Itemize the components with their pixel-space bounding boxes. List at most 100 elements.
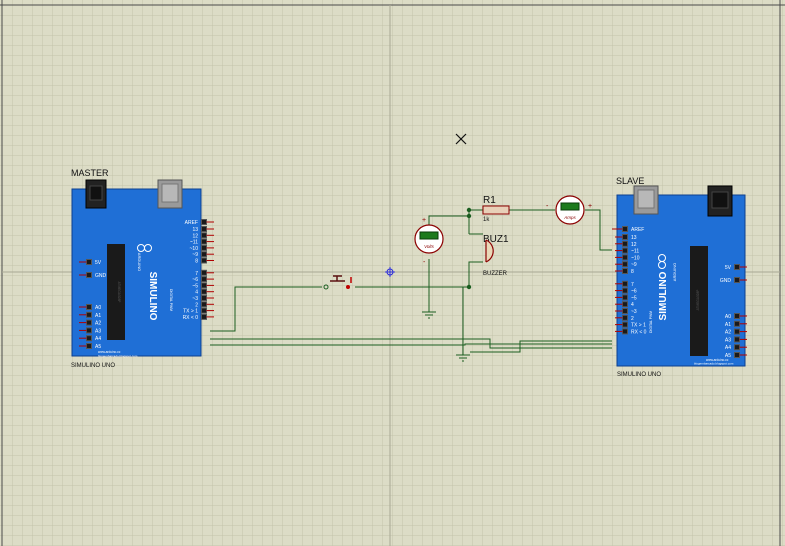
slave-analog-pin[interactable]: A0 (725, 313, 747, 321)
slave-brand-label: SIMULINO (658, 271, 669, 320)
slave-digital-pin-label: 4 (631, 302, 634, 308)
master-digital-pin[interactable]: 13 (192, 226, 214, 234)
voltmeter-plus: + (422, 217, 426, 224)
slave-blog: blogembarcado.blogspot.com (694, 362, 734, 366)
slave-arduino-board[interactable]: SLAVE SIMULINO ARDUINO ATMEGA328P DIGITA… (612, 176, 747, 378)
slave-digital-pin[interactable]: ~5 (615, 294, 637, 302)
master-power-header: 5V GND (79, 259, 107, 280)
master-digital-pin-label: RX < 0 (183, 315, 199, 321)
master-usb-connector (157, 179, 183, 209)
voltmeter-label: Volts (424, 244, 435, 249)
master-power-pin[interactable]: GND (79, 272, 107, 280)
slave-analog-pin-label: A0 (725, 314, 731, 320)
slave-power-jack (707, 185, 733, 217)
slave-digital-pin[interactable]: 4 (615, 301, 634, 309)
master-digital-pin-label: 13 (192, 227, 198, 233)
slave-digital-pin[interactable]: ~6 (615, 287, 637, 295)
master-analog-pin[interactable]: A4 (79, 335, 101, 343)
master-analog-pin[interactable]: A3 (79, 327, 101, 335)
slave-power-pin-label: GND (720, 278, 732, 284)
master-power-jack (85, 179, 107, 209)
master-digital-pin[interactable]: ~11 (190, 238, 214, 246)
slave-digital-pin[interactable]: 12 (615, 240, 637, 248)
master-digital-pin[interactable]: 8 (195, 257, 214, 265)
master-digital-pin[interactable]: ~6 (192, 276, 214, 284)
master-analog-pin[interactable]: A1 (79, 311, 101, 319)
svg-text:ATMEGA328P: ATMEGA328P (696, 290, 700, 311)
slave-digital-pin[interactable]: TX > 1 (615, 321, 646, 329)
master-digital-pin[interactable]: RX < 0 (183, 313, 214, 321)
wire-to-buzzer-b[interactable] (468, 261, 483, 287)
wire-ammeter-to-slave-pin13[interactable] (585, 209, 612, 251)
slave-digital-pin[interactable]: 13 (615, 234, 637, 242)
master-digital-pin-label: 12 (192, 233, 198, 239)
master-digital-pin[interactable]: ~10 (190, 244, 214, 252)
master-power-pin[interactable]: 5V (79, 259, 102, 267)
ammeter[interactable]: Amps - + (546, 195, 592, 225)
master-analog-pin-label: A4 (95, 336, 101, 342)
master-aref-pin[interactable]: AREF (185, 219, 214, 227)
resistor-r1[interactable]: R1 1k (482, 195, 510, 223)
voltmeter[interactable]: Volts + - (414, 217, 444, 266)
slave-title: SLAVE (616, 176, 644, 186)
master-digital-pin[interactable]: ~9 (192, 251, 214, 259)
origin-marker (385, 267, 395, 277)
slave-digital-pin[interactable]: ~3 (615, 308, 637, 316)
slave-board-body (616, 194, 746, 367)
slave-analog-pin-label: A4 (725, 345, 731, 351)
buzzer[interactable]: BUZ1 BUZZER (483, 234, 509, 277)
master-title: MASTER (71, 168, 109, 178)
slave-aref-pin[interactable]: AREF (612, 226, 644, 234)
slave-digital-pin[interactable]: ~9 (615, 261, 637, 269)
slave-digital-pin-label: 13 (631, 235, 637, 241)
wires[interactable] (210, 209, 612, 355)
slave-analog-pin[interactable]: A5 (725, 352, 747, 360)
slave-digital-pin[interactable]: 2 (615, 314, 634, 322)
master-digital-pin-label: 7 (195, 271, 198, 277)
master-arduino-board[interactable]: MASTER ATMEGA328P SIMULINO ARDUINO DIGIT… (71, 168, 214, 369)
master-brand-label: SIMULINO (147, 272, 158, 321)
wire-voltmeter-plus[interactable] (428, 215, 469, 226)
slave-digital-pin[interactable]: 8 (615, 268, 634, 276)
slave-analog-pin[interactable]: A1 (725, 320, 747, 328)
wire-slave-pin2[interactable] (470, 340, 612, 353)
slave-footer: SIMULINO UNO (617, 372, 661, 378)
master-simulino-logo: SIMULINO ARDUINO (137, 244, 158, 321)
master-analog-pin[interactable]: A0 (79, 304, 101, 312)
slave-website: www.arduino.cc (706, 358, 729, 362)
slave-usb-connector (633, 185, 659, 215)
voltmeter-minus: - (423, 259, 426, 266)
slave-digital-pin[interactable]: 7 (615, 280, 634, 288)
slave-digital-pin[interactable]: ~10 (615, 254, 640, 262)
slave-digital-pin[interactable]: RX < 0 (615, 328, 647, 336)
master-analog-pin-label: A3 (95, 328, 101, 334)
master-digital-pin[interactable]: 4 (195, 288, 214, 296)
slave-analog-pin[interactable]: A4 (725, 344, 747, 352)
wire-master-rx-to-slave[interactable] (210, 343, 612, 346)
master-digital-pin-label: ~9 (192, 252, 198, 258)
slave-digital-pin-label: TX > 1 (631, 323, 646, 329)
master-digital-pin[interactable]: 7 (195, 269, 214, 277)
slave-analog-pin[interactable]: A3 (725, 336, 747, 344)
slave-sub-label: ARDUINO (672, 263, 677, 281)
master-digital-pin[interactable]: 12 (192, 232, 214, 240)
ammeter-label: Amps (563, 215, 576, 220)
slave-power-pin[interactable]: GND (720, 277, 747, 285)
slave-power-pin[interactable]: 5V (725, 264, 747, 272)
master-analog-pin[interactable]: A2 (79, 319, 101, 327)
slave-digital-pin-label: ~9 (631, 262, 637, 268)
master-digital-pin[interactable]: 2 (195, 301, 214, 309)
master-digital-pin-label: TX > 1 (183, 309, 198, 315)
master-digital-pin[interactable]: ~5 (192, 282, 214, 290)
pushbutton[interactable] (323, 275, 352, 290)
slave-digital-pin-label: RX < 0 (631, 329, 647, 335)
slave-analog-pin[interactable]: A2 (725, 328, 747, 336)
master-analog-pin[interactable]: A5 (79, 343, 101, 351)
master-board-body (71, 188, 202, 357)
master-digital-pin[interactable]: ~3 (192, 295, 214, 303)
slave-digital-pin[interactable]: ~11 (615, 247, 639, 255)
master-digital-pin[interactable]: TX > 1 (183, 307, 214, 315)
ammeter-minus: - (546, 203, 549, 210)
